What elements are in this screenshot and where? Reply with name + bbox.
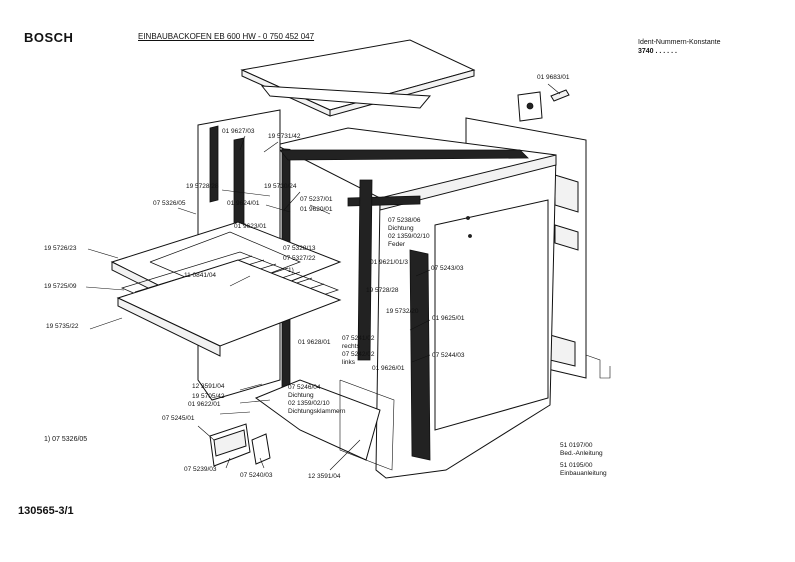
callout-01-9626-01: 01 9626/01	[372, 365, 405, 372]
callout-19-5735-22: 19 5735/22	[46, 323, 79, 330]
footnote: 1) 07 5326/05	[44, 436, 88, 443]
oven-body	[274, 127, 557, 479]
drawing-number: 130565-3/1	[18, 505, 74, 517]
callout-07-5241-02: 07 5241/02 rechts 07 5242/02 links	[342, 335, 376, 366]
drawing-title: EINBAUBACKOFEN EB 600 HW - 0 750 452 047	[138, 32, 315, 41]
callout-07-5243-03: 07 5243/03	[431, 265, 464, 272]
drip-tray	[116, 259, 342, 357]
callout-07-5238-06: 07 5238/06 Dichtung 02 1359/02/10 Feder	[388, 217, 431, 248]
callout-07-5239-03: 07 5239/03	[184, 466, 217, 473]
callout-19-5732-20: 19 5732/20	[386, 308, 419, 315]
callout-51-0197-00: 51 0197/00 Bed.-Anleitung	[560, 442, 603, 457]
callout-07-5244-03: 07 5244/03	[432, 352, 465, 359]
callout-01-9627-03: 01 9627/03	[222, 128, 255, 135]
callout-01-9622-01: 01 9622/01	[188, 401, 221, 408]
callout-07-5240-03: 07 5240/03	[240, 472, 273, 479]
callout-19-5726-23: 19 5726/23	[44, 245, 77, 252]
callout-01-9683-01: 01 9683/01	[537, 74, 570, 81]
callout-01-9625-01: 01 9625/01	[432, 315, 465, 322]
callout-07-5328-13: 07 5328/13	[283, 245, 316, 252]
callout-07-5245-01: 07 5245/01	[162, 415, 195, 422]
callout-07-5237-01: 07 5237/01	[300, 196, 333, 203]
callout-02-1359-02-10: 02 1359/02/10 Dichtungsklammern	[288, 400, 346, 415]
callout-01-9621-01-3: 01 9621/01/3	[370, 259, 408, 266]
callout-01-9623-01: 01 9623/01	[234, 223, 267, 230]
callout-19-5728-28-b: 19 5728/28	[366, 287, 399, 294]
door-seal	[254, 379, 395, 471]
callout-12-3591-04-b: 12 3591/04	[308, 473, 341, 480]
bracket-plate	[517, 89, 570, 122]
callout-labels: 01 9683/01 01 9627/03 19 5731/42 19 5728…	[44, 74, 607, 480]
callout-11-0841-04: 11 0841/04	[184, 272, 216, 279]
ident-label: Ident-Nummern-Konstante	[638, 39, 721, 46]
control-module	[209, 423, 271, 467]
top-cover-panel	[240, 39, 476, 117]
callout-footnote-marker: 1)	[288, 267, 294, 274]
callout-01-9620-01: 01 9620/01	[300, 206, 333, 213]
ident-code: 3740 . . . . . .	[638, 48, 677, 55]
callout-01-9628-01: 01 9628/01	[298, 339, 331, 346]
callout-12-3591-04: 12 3591/04	[192, 383, 225, 390]
callout-19-5730-24: 19 5730/24	[264, 183, 297, 190]
callout-07-5327-22: 07 5327/22	[283, 255, 316, 262]
callout-01-9624-01: 01 9624/01	[227, 200, 260, 207]
leader-lines	[85, 83, 561, 471]
callout-51-0195-00: 51 0195/00 Einbauanleitung	[560, 462, 607, 477]
callout-19-5725-09: 19 5725/09	[44, 283, 77, 290]
callout-19-5705-42: 19 5705/42	[192, 393, 225, 400]
callout-07-5326-05: 07 5326/05	[153, 200, 186, 207]
callout-07-5246-04: 07 5246/04 Dichtung	[288, 384, 322, 399]
callout-19-5728-28: 19 5728/28	[186, 183, 219, 190]
brand-logo: BOSCH	[24, 30, 74, 45]
callout-19-5731-42: 19 5731/42	[268, 133, 301, 140]
